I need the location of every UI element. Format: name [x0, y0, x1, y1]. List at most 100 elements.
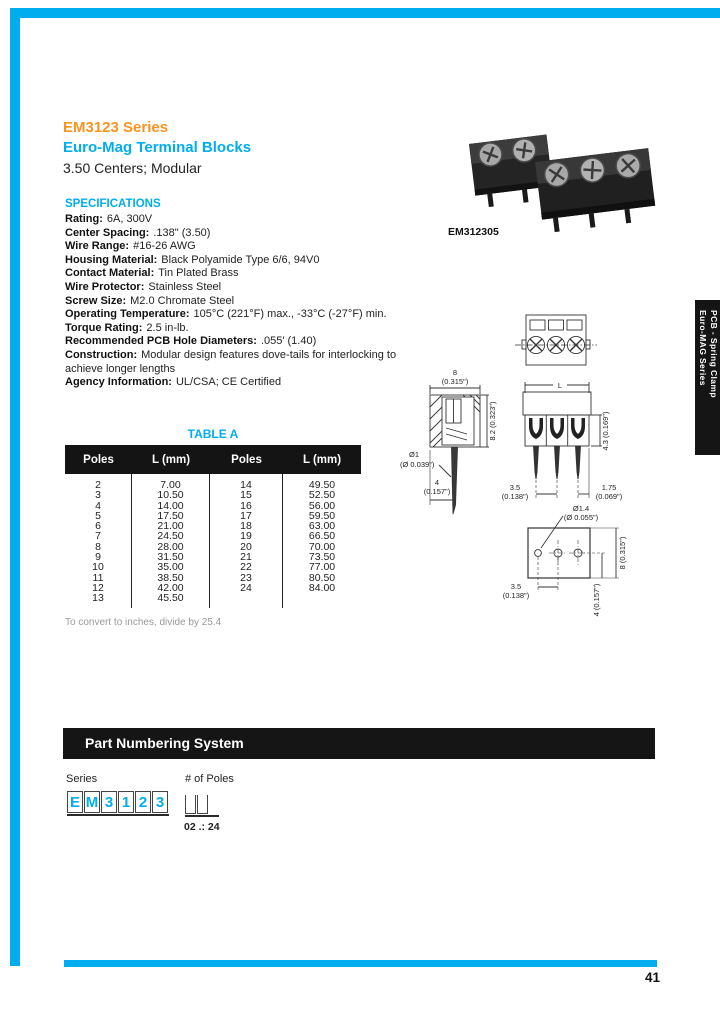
series-char-box: 3 — [101, 791, 117, 813]
table-cell: 13 — [65, 593, 132, 608]
spec-line: Wire Protector:Stainless Steel — [65, 280, 222, 293]
dim-hole-dia-in: (Ø 0.055") — [564, 513, 599, 522]
table-cell: 3 — [65, 490, 132, 501]
page-header: EM3123 Series Euro-Mag Terminal Blocks 3… — [63, 118, 251, 178]
table-header-cell: Poles — [83, 453, 114, 466]
spec-line: Contact Material:Tin Plated Brass — [65, 267, 239, 280]
table-cell: 16 — [210, 500, 283, 511]
table-cell: 20 — [210, 541, 283, 552]
table-cell: 52.50 — [308, 489, 336, 502]
table-cell: 14.00 — [132, 500, 210, 511]
table-cell: 63.00 — [308, 520, 336, 533]
table-cell: 7 — [65, 531, 132, 542]
drawing-front-view: L 4.3 (0.169") 3.5 (0.138") 1.75 (0.069"… — [502, 381, 623, 501]
spec-line: Rating:6A, 300V — [65, 213, 153, 225]
table-cell: 21.00 — [132, 521, 210, 532]
terminal-block-3pole — [535, 148, 656, 233]
dim-pcb-row-offset: 4 (0.157") — [592, 583, 601, 616]
table-cell: 28.00 — [132, 541, 210, 552]
table-cell: 5 — [65, 510, 132, 521]
dim-pin-offset-mm: 4 — [435, 478, 439, 487]
series-char-box: 2 — [135, 791, 151, 813]
section-tab: Euro-MAG Series PCB - Spring Clamp — [695, 300, 720, 455]
technical-drawings: 8 (0.315") 8.2 (0.323") Ø1 (Ø 0.039") 4 … — [400, 314, 627, 616]
dim-end-margin-in: (0.069") — [596, 492, 623, 501]
table-cell: 70.00 — [308, 540, 336, 553]
table-cell: 17 — [210, 510, 283, 521]
top-border-rule — [10, 8, 720, 18]
table-cell: 24.50 — [132, 531, 210, 542]
pole-digit-box — [197, 795, 208, 814]
series-char-box: 1 — [118, 791, 134, 813]
spec-line: Center Spacing:.138" (3.50) — [65, 226, 211, 239]
dim-side-width-in: (0.315") — [442, 377, 469, 386]
dim-pin-diameter-in: (Ø 0.039") — [400, 460, 435, 469]
drawing-pcb-layout: Ø1.4 (Ø 0.055") 8 (0.315") 4 (0.157") 3.… — [503, 504, 627, 616]
table-cell: 59.50 — [308, 509, 336, 522]
table-cell: 14 — [210, 474, 283, 490]
series-char-box: M — [84, 791, 100, 813]
series-char-box: E — [67, 791, 83, 813]
series-char-box: 3 — [152, 791, 168, 813]
product-title: Euro-Mag Terminal Blocks — [63, 139, 252, 156]
table-header-cell: L (mm) — [302, 453, 342, 466]
spec-heading: SPECIFICATIONS — [65, 198, 161, 210]
spec-line: Recommended PCB Hole Diameters:.055' (1.… — [65, 335, 317, 348]
table-cell: 35.00 — [132, 562, 210, 573]
table-cell: 22 — [210, 562, 283, 573]
table-cell: 66.50 — [308, 530, 336, 543]
part-numbering: Part Numbering System Series # of Poles … — [63, 728, 655, 833]
table-cell — [283, 593, 361, 607]
table-cell: 12 — [65, 583, 132, 593]
table-cell: 42.00 — [132, 583, 210, 593]
table-cell: 73.50 — [308, 551, 336, 564]
poles-label: # of Poles — [185, 773, 234, 785]
poles-boxes — [185, 795, 219, 817]
pole-digit-box — [185, 795, 196, 814]
table-cell: 23 — [210, 572, 283, 583]
dim-side-height: 8.2 (0.323") — [488, 401, 497, 440]
table-cell: 49.50 — [308, 479, 336, 491]
dim-front-pitch-mm: 3.5 — [510, 483, 520, 492]
terminal-block-2pole — [469, 134, 553, 208]
page-number: 41 — [644, 970, 660, 985]
poles-range: 02 .: 24 — [184, 821, 220, 833]
product-photo — [469, 134, 656, 233]
table-cell: 8 — [65, 541, 132, 552]
table-header-cell: Poles — [231, 453, 262, 466]
table-cell: 45.50 — [132, 593, 210, 608]
table-cell: 31.50 — [132, 552, 210, 562]
table-cell: 6 — [65, 521, 132, 532]
table-footnote: To convert to inches, divide by 25.4 — [65, 616, 222, 628]
spec-line: Agency Information:UL/CSA; CE Certified — [65, 376, 282, 389]
section-tab-text: Euro-MAG Series PCB - Spring Clamp — [695, 300, 719, 455]
series-label: Series — [66, 773, 98, 785]
table-cell: 9 — [65, 552, 132, 562]
bottom-rule — [64, 960, 657, 967]
table-cell: 17.50 — [132, 510, 210, 521]
pns-heading-text: Part Numbering System — [85, 735, 244, 751]
dim-pcb-pitch-in: (0.138") — [503, 591, 530, 600]
section-tab-line2: PCB - Spring Clamp — [709, 310, 719, 398]
spec-line: Screw Size:M2.0 Chromate Steel — [65, 294, 235, 307]
spec-line: Operating Temperature:105°C (221°F) max.… — [65, 308, 387, 321]
dim-length-label: L — [558, 381, 562, 390]
pns-header: Part Numbering System — [63, 728, 655, 759]
spec-line: Construction:Modular design features dov… — [65, 348, 397, 375]
dim-front-pitch-in: (0.138") — [502, 492, 529, 501]
table-cell: 21 — [210, 552, 283, 562]
table-cell: 19 — [210, 531, 283, 542]
series-title: EM3123 Series — [63, 119, 169, 136]
table-cell: 24 — [210, 583, 283, 593]
section-tab-line1: Euro-MAG Series — [698, 310, 708, 386]
drawing-side-view: 8 (0.315") 8.2 (0.323") Ø1 (Ø 0.039") 4 … — [400, 368, 497, 515]
table-cell: 18 — [210, 521, 283, 532]
table-cell — [210, 593, 283, 608]
subtitle: 3.50 Centers; Modular — [63, 160, 202, 176]
table-cell: 80.50 — [308, 571, 336, 584]
